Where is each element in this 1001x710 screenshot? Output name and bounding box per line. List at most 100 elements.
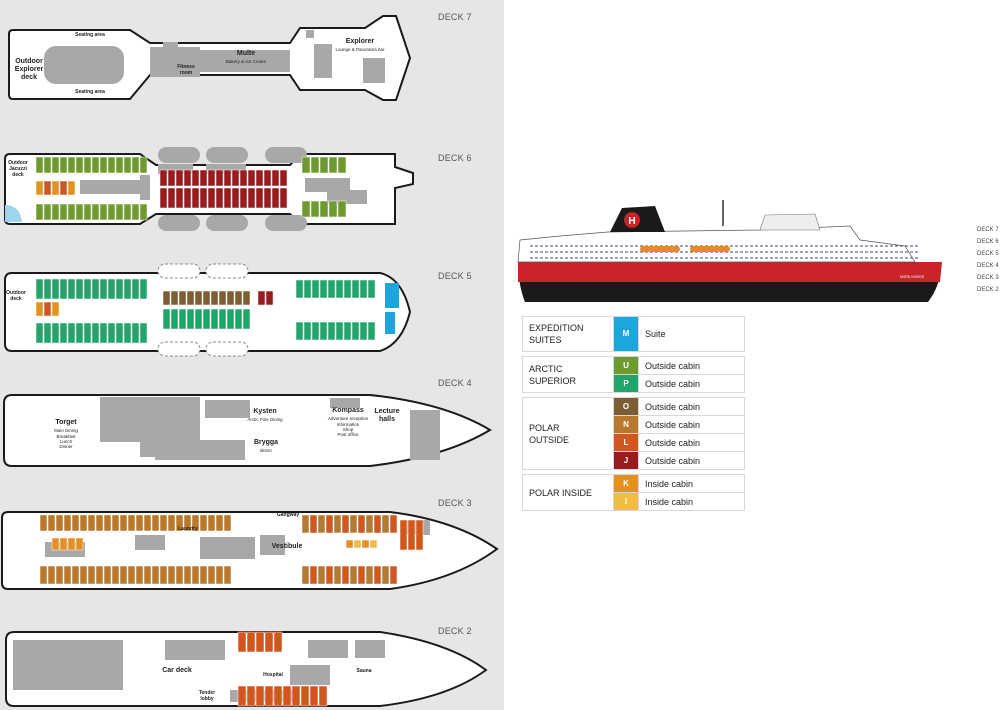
- d5-top-cabin-1: [43, 278, 52, 300]
- d6-bot-cabin-8: [99, 203, 108, 221]
- profile-deck-label-2: DECK 5: [977, 251, 999, 257]
- d5-f-bot-cabin-9: [367, 321, 376, 341]
- d2-bot-cabin-3: [264, 685, 274, 707]
- d6-mid-cabin-2: [51, 180, 60, 196]
- d5-top-cabin-0: [35, 278, 44, 300]
- d6-bot-cabin-0: [35, 203, 44, 221]
- grey-block-6: [306, 30, 314, 38]
- d2-bot-cabin-1: [246, 685, 256, 707]
- d3-bot-cabin-0: [39, 565, 48, 585]
- d5-bot-cabin-12: [131, 322, 140, 344]
- d6-botj-cabin-2: [175, 187, 184, 209]
- d3-top-cabin-17: [175, 514, 184, 532]
- area-torget-sub2-1: Lunch: [60, 439, 73, 444]
- d5-bot-cabin-4: [67, 322, 76, 344]
- d2-top-cabin-1: [246, 631, 256, 653]
- d3-bot-cabin-22: [215, 565, 224, 585]
- d3-f-in-cabin-2: [361, 539, 370, 549]
- d5-c-top-cabin-8: [226, 290, 235, 306]
- d5-f-top-cabin-9: [367, 279, 376, 299]
- grey-block-26: [165, 640, 225, 660]
- d6-fwd-top-cabin-3: [328, 156, 338, 174]
- d3-bow-cabin-0: [399, 519, 408, 551]
- area-fitness-line-1: room: [180, 70, 193, 76]
- d6-botj-cabin-14: [271, 187, 280, 209]
- legend-code-M: M: [614, 317, 638, 351]
- d5-f-top-cabin-5: [335, 279, 344, 299]
- d6-topj-cabin-10: [239, 169, 248, 187]
- d3-top-cabin-20: [199, 514, 208, 532]
- d3-f-bot-cabin-8: [365, 565, 374, 585]
- area-explorer-sub: Lounge & Panorama bar: [335, 47, 385, 52]
- d5-f-bot-cabin-5: [335, 321, 344, 341]
- area-tender-line-1: lobby: [200, 696, 214, 702]
- lifeboat-side-1: [640, 246, 680, 252]
- d2-top-cabin-3: [264, 631, 274, 653]
- area-brygga-sub: Bistro: [260, 448, 272, 453]
- d5-suite-2: [385, 312, 395, 334]
- d6-top-cabin-12: [131, 156, 140, 174]
- d3-f-top-cabin-5: [341, 514, 350, 534]
- legend-code-P: P: [614, 375, 638, 392]
- grey-block-12: [206, 164, 246, 174]
- d2-bot-cabin-7: [300, 685, 310, 707]
- d5-c-bot-cabin-4: [194, 308, 203, 330]
- d2-bot-cabin-2: [255, 685, 265, 707]
- d3-top-cabin-11: [127, 514, 136, 532]
- area-explorer-line-0: Explorer: [346, 38, 375, 45]
- d5-f-top-cabin-3: [319, 279, 328, 299]
- d5-c-top-cabin-7: [218, 290, 227, 306]
- deck5-lifeboat-1: [205, 263, 249, 279]
- d3-in-1-cabin-3: [75, 537, 84, 551]
- d3-top-cabin-16: [167, 514, 176, 532]
- d5-bot-cabin-9: [107, 322, 116, 344]
- legend-swatch: L: [613, 433, 639, 452]
- d3-bot-cabin-19: [191, 565, 200, 585]
- grey-block-1: [150, 47, 200, 77]
- d3-bot-cabin-10: [119, 565, 128, 585]
- deck5-lifeboat-3: [205, 341, 249, 357]
- area-jacuzzi-line-1: Jacuzzi: [9, 166, 27, 172]
- grey-block-22: [135, 535, 165, 550]
- legend-label: Inside cabin: [638, 474, 745, 493]
- d6-topj-cabin-14: [271, 169, 280, 187]
- d5-c-top-cabin-2: [178, 290, 187, 306]
- d5-c-bot-cabin-10: [242, 308, 251, 330]
- d6-fwd-top-cabin-2: [319, 156, 329, 174]
- d2-bot-cabin-4: [273, 685, 283, 707]
- d6-botj-cabin-6: [207, 187, 216, 209]
- area-seat2-line-0: Seating area: [75, 89, 105, 95]
- d6-top-cabin-0: [35, 156, 44, 174]
- area-lecture-line-0: Lecture: [374, 408, 399, 415]
- d5-c-top-cabin-3: [186, 290, 195, 306]
- area-kompass-sub2-1: Shop: [343, 427, 354, 432]
- d5-top-cabin-10: [115, 278, 124, 300]
- d3-f-top-cabin-1: [309, 514, 318, 534]
- grey-block-29: [290, 665, 330, 685]
- d5-suite-1: [385, 283, 399, 308]
- d3-top-cabin-14: [151, 514, 160, 532]
- d5-c-top-cabin-5: [202, 290, 211, 306]
- grey-block-11: [158, 164, 193, 174]
- lifeboat-side-2: [690, 246, 730, 252]
- area-kompass-sub2-0: Information: [337, 422, 360, 427]
- bridge-top: [759, 213, 821, 231]
- d6-botj-cabin-15: [279, 187, 288, 209]
- d3-f-top-cabin-10: [381, 514, 390, 534]
- area-laundry-line-0: Laundry: [178, 526, 198, 532]
- d5-c-bot-cabin-1: [170, 308, 179, 330]
- d5-bot-cabin-13: [139, 322, 148, 344]
- area-torget-sub2-2: Dinner: [59, 444, 73, 449]
- d3-bot-cabin-21: [207, 565, 216, 585]
- d5-f-bot-cabin-4: [327, 321, 336, 341]
- superstructure: [517, 225, 916, 263]
- legend-code-U: U: [614, 357, 638, 374]
- d5-f-top-cabin-0: [295, 279, 304, 299]
- d3-top-cabin-3: [63, 514, 72, 532]
- d3-top-cabin-4: [71, 514, 80, 532]
- d5-bot-cabin-10: [115, 322, 124, 344]
- d3-top-cabin-15: [159, 514, 168, 532]
